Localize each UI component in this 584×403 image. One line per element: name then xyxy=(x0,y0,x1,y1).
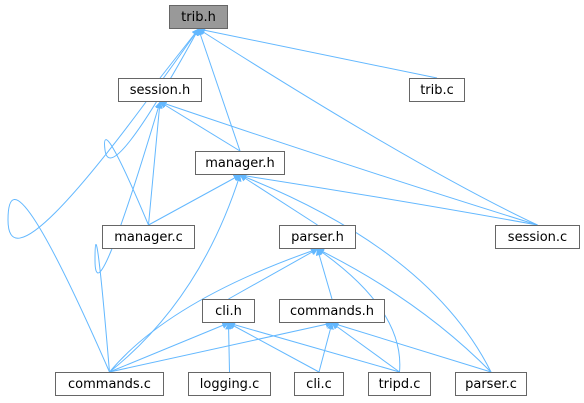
edge-commands-c-to-cli-h xyxy=(109,322,230,373)
edge-cli-h-to-parser-h xyxy=(228,248,319,300)
node-manager-h[interactable]: manager.h xyxy=(195,151,285,175)
edge-parser-c-to-manager-h xyxy=(239,174,492,373)
edge-trib-c-to-trib-h xyxy=(197,26,438,79)
node-session-c[interactable]: session.c xyxy=(495,225,580,249)
edge-commands-c-to-parser-h xyxy=(109,247,319,373)
edge-cli-c-to-commands-h xyxy=(318,322,334,373)
node-session-h[interactable]: session.h xyxy=(118,78,202,102)
edge-session-h-to-trib-h xyxy=(159,28,199,79)
node-logging-c[interactable]: logging.c xyxy=(188,372,271,396)
node-parser-c[interactable]: parser.c xyxy=(455,372,527,396)
edge-manager-h-to-session-h xyxy=(159,101,241,152)
edge-parser-h-to-manager-h xyxy=(239,174,318,226)
node-manager-c[interactable]: manager.c xyxy=(102,225,195,249)
edge-tripd-c-to-commands-h xyxy=(331,322,400,373)
node-tripd-c[interactable]: tripd.c xyxy=(368,372,431,396)
node-trib-h: trib.h xyxy=(169,5,228,29)
node-cli-h[interactable]: cli.h xyxy=(202,299,255,323)
node-cli-c[interactable]: cli.c xyxy=(294,372,344,396)
edge-session-c-to-trib-h xyxy=(197,28,538,226)
edge-commands-h-to-parser-h xyxy=(315,248,333,300)
node-parser-h[interactable]: parser.h xyxy=(279,225,356,249)
edge-commands-c-to-commands-h xyxy=(109,320,333,373)
edge-parser-c-to-parser-h xyxy=(316,248,492,373)
edge-manager-c-to-manager-h xyxy=(148,174,241,226)
edge-cli-c-to-cli-h xyxy=(227,322,320,373)
node-commands-c[interactable]: commands.c xyxy=(55,372,164,396)
edge-logging-c-to-cli-h xyxy=(225,322,233,373)
node-trib-c[interactable]: trib.c xyxy=(409,78,465,102)
node-commands-h[interactable]: commands.h xyxy=(279,299,385,323)
edge-manager-c-to-session-h xyxy=(148,101,163,226)
edge-session-c-to-manager-h xyxy=(239,172,538,226)
edge-commands-c-to-session-h xyxy=(94,101,162,373)
edge-commands-c-to-manager-h xyxy=(109,174,242,373)
edge-session-c-to-session-h xyxy=(159,100,538,226)
edge-parser-c-to-commands-h xyxy=(331,321,492,373)
edge-manager-h-to-trib-h xyxy=(197,28,241,152)
edge-commands-c-to-trib-h xyxy=(7,28,199,373)
edge-tripd-c-to-cli-h xyxy=(227,321,400,373)
